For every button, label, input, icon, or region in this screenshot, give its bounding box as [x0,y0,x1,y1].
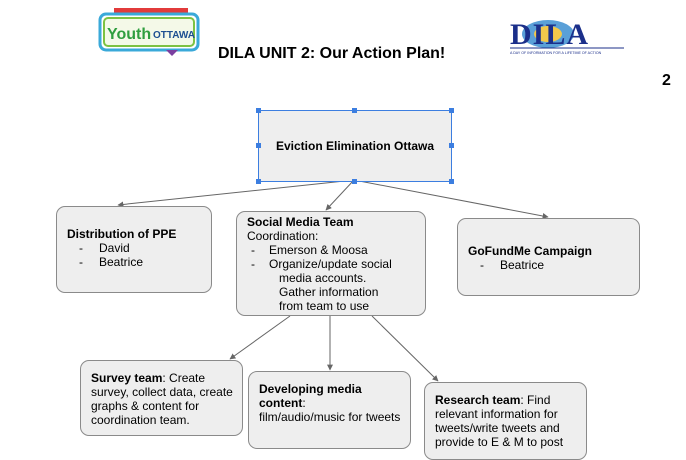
node-title: Distribution of PPE [67,227,177,241]
list-item-continuation: from team to use [279,299,370,313]
list-item: David [67,241,211,255]
list-item-continuation: Gather information [279,285,379,299]
arrow-root-to-social [325,179,355,211]
node-text: : Find relevant information for tweets/w… [435,393,564,449]
list-item: Emerson & Moosa [247,243,425,257]
node-research-team[interactable]: Research team: Find relevant information… [424,382,587,460]
dila-logo: DILA A DAY OF INFORMATION FOR A LIFETIME… [510,18,624,55]
node-social-media-team[interactable]: Social Media Team Coordination: Emerson … [236,211,426,316]
node-title: Developing media content [259,382,362,410]
resize-handle-ne[interactable] [449,108,454,113]
resize-handle-nw[interactable] [256,108,261,113]
list-item: Beatrice [468,258,639,272]
node-gofundme-campaign[interactable]: GoFundMe Campaign Beatrice [457,218,640,296]
root-node[interactable]: Eviction Elimination Ottawa [256,108,454,184]
resize-handle-n[interactable] [352,108,357,113]
node-title: Survey team [91,371,163,385]
resize-handle-e[interactable] [449,143,454,148]
logo-ottawa-text: OTTAWA [153,30,195,41]
node-developing-media-content[interactable]: Developing media content: film/audio/mus… [248,371,411,449]
node-title: GoFundMe Campaign [468,244,592,258]
resize-handle-w[interactable] [256,143,261,148]
node-text: film/audio/music for tweets [259,410,401,424]
logo-youth-text: Youth [107,26,151,43]
dila-logo-text: DILA [510,18,589,51]
arrow-root-to-ppe [117,179,355,208]
root-node-label: Eviction Elimination Ottawa [275,139,435,153]
list-item: Beatrice [67,255,211,269]
page-number: 2 [662,72,671,89]
page-title: DILA UNIT 2: Our Action Plan! [218,45,446,62]
node-subtitle: Coordination: [247,229,319,243]
arrow-social-to-survey [229,315,291,360]
dila-tagline: A DAY OF INFORMATION FOR A LIFETIME OF A… [510,51,602,55]
node-distribution-ppe[interactable]: Distribution of PPE David Beatrice [56,206,212,293]
node-title-suffix: : [302,396,306,410]
node-text: : Create survey, collect data, create gr… [91,371,233,427]
resize-handle-se[interactable] [449,179,454,184]
node-survey-team[interactable]: Survey team: Create survey, collect data… [80,360,243,436]
resize-handle-s[interactable] [352,179,357,184]
node-title: Social Media Team [247,215,354,229]
resize-handle-sw[interactable] [256,179,261,184]
list-item: Organize/update social [247,257,425,271]
node-title: Research team [435,393,521,407]
youth-ottawa-logo: Youth OTTAWA [98,8,200,56]
list-item-continuation: media accounts. [279,271,367,285]
